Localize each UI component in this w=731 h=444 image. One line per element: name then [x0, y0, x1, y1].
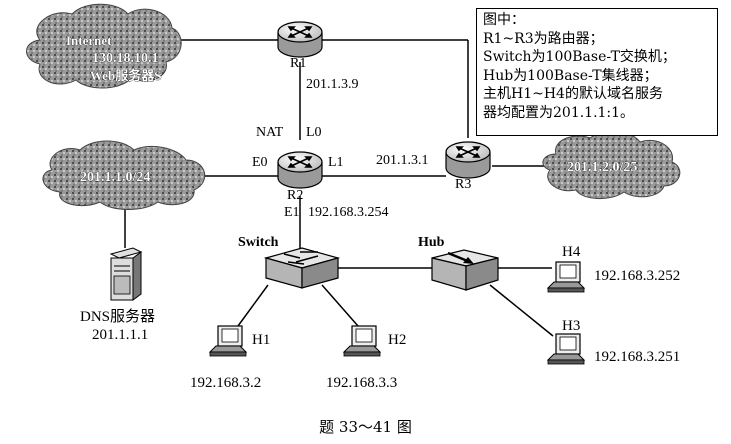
- legend-line: Switch为100Base-T交换机；: [483, 49, 676, 65]
- host-h1-ip: 192.168.3.2: [190, 375, 261, 391]
- legend-line: 图中：: [483, 12, 525, 28]
- host-h3-icon: [546, 333, 586, 365]
- host-h4-name: H4: [562, 244, 581, 260]
- legend-line: R1~R3为路由器；: [483, 30, 604, 47]
- hub-icon: [431, 249, 499, 291]
- r1-ip: 201.1.3.9: [306, 77, 359, 92]
- switch-name: Switch: [238, 235, 279, 250]
- r2-e1-ip: 192.168.3.254: [308, 205, 389, 220]
- link-switch-h1: [237, 284, 269, 327]
- link-hub-h3: [489, 284, 554, 337]
- internet-ip: 130.18.10.1: [92, 51, 159, 66]
- host-h4-icon: [546, 261, 586, 293]
- router-arrows-icon: [455, 146, 481, 158]
- internet-title: Internet: [66, 33, 112, 48]
- router-r2: [277, 151, 323, 189]
- router-r3: [445, 141, 491, 179]
- r2-l0-label: L0: [306, 125, 322, 140]
- legend-line: 主机H1~H4的默认域名服务: [483, 86, 663, 102]
- links: [124, 39, 554, 337]
- network-201-1-1-cloud: 201.1.1.0/24: [42, 140, 206, 210]
- internet-web-server: Web服务器S: [90, 68, 162, 83]
- network-201-1-2-cloud: 201.1.2.0/25: [542, 131, 681, 199]
- legend-line: 器均配置为201.1.1:1。: [483, 104, 635, 121]
- dns-ip: 201.1.1.1: [92, 327, 148, 343]
- r2-l1-label: L1: [328, 155, 344, 170]
- hub-name: Hub: [418, 235, 445, 250]
- network-201-1-2-label: 201.1.2.0/25: [567, 160, 637, 175]
- host-h2-ip: 192.168.3.3: [326, 375, 397, 391]
- host-h1-name: H1: [252, 332, 270, 348]
- dns-name: DNS服务器: [80, 308, 155, 325]
- host-h4-ip: 192.168.3.252: [594, 268, 680, 284]
- host-h1-icon: [208, 325, 248, 357]
- router-arrows-icon: [287, 26, 313, 38]
- network-201-1-1-label: 201.1.1.0/24: [80, 170, 150, 185]
- switch-icon: [263, 247, 341, 289]
- host-h2-name: H2: [388, 332, 406, 348]
- legend-line: Hub为100Base-T集线器；: [483, 67, 658, 84]
- r3-ip: 201.1.3.1: [376, 153, 429, 168]
- router-arrows-icon: [287, 156, 313, 168]
- r2-e1-label: E1: [284, 205, 300, 220]
- r3-name: R3: [455, 177, 471, 192]
- r2-e0-label: E0: [252, 155, 268, 170]
- legend-box: 图中： R1~R3为路由器； Switch为100Base-T交换机； Hub为…: [476, 8, 718, 136]
- host-h3-ip: 192.168.3.251: [594, 349, 680, 365]
- internet-cloud: Internet 130.18.10.1 Web服务器S: [26, 3, 182, 89]
- host-h2-icon: [342, 325, 382, 357]
- figure-caption: 题 33～41 图: [319, 418, 412, 436]
- host-h3-name: H3: [562, 318, 580, 334]
- r1-name: R1: [290, 56, 306, 71]
- router-r1: [277, 21, 323, 58]
- r2-nat-label: NAT: [256, 125, 284, 140]
- dns-server-icon: [109, 247, 143, 301]
- link-switch-h2: [321, 284, 359, 327]
- r2-name: R2: [287, 188, 303, 203]
